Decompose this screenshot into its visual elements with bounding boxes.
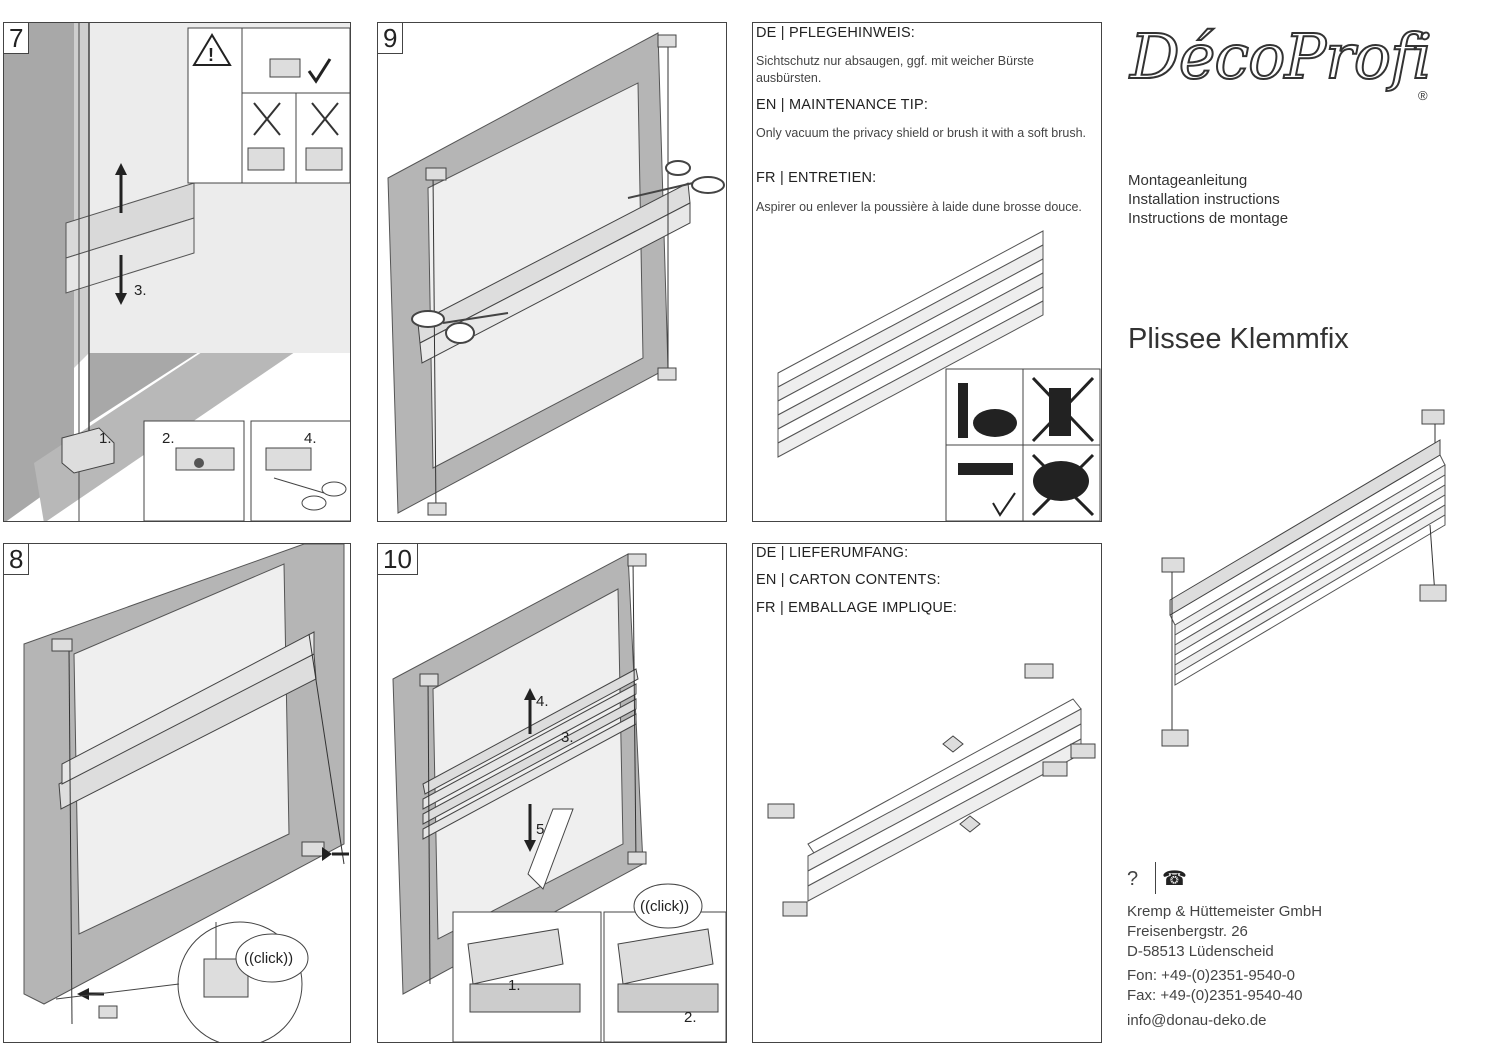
step-7-label-2: 2. [162,430,175,447]
brand-logo: DécoProfi [1129,19,1433,94]
phone-icon: ☎ [1162,868,1187,890]
pleated-fabric-illustration [777,230,1101,521]
subtitle-fr: Instructions de montage [1128,210,1289,227]
care-text-en: Only vacuum the privacy shield or brush … [756,126,1087,140]
step-7-number: 7 [4,23,30,54]
contents-header-en: EN | CARTON CONTENTS: [756,572,941,588]
step-10-panel: 10 4. 3. 5. ((click)) 1. 2. [377,543,727,1043]
product-name: Plissee Klemmfix [1128,323,1349,355]
contents-header-fr: FR | EMBALLAGE IMPLIQUE: [756,600,958,616]
step-7-label-1: 1. [99,430,112,447]
care-panel: DE | PFLEGEHINWEIS: Sichtschutz nur absa… [752,22,1102,522]
step-8-panel: 8 ((click)) [3,543,351,1043]
svg-text:!: ! [208,45,214,65]
step-7-label-4: 4. [304,430,317,447]
step-7-illustration: ! 3. 1. 2. 4. [4,23,350,521]
care-text-de: Sichtschutz nur absaugen, ggf. mit weich… [756,54,1034,85]
step-7-panel: 7 ! [3,22,351,522]
registered-mark: ® [1418,88,1428,103]
company-email[interactable]: info@donau-deko.de [1127,1012,1267,1029]
company-city: D-58513 Lüdenscheid [1127,943,1274,960]
step-8-illustration: ((click)) [23,544,349,1042]
company-name: Kremp & Hüttemeister GmbH [1127,903,1323,920]
vacuum-icon [958,383,1017,438]
company-street: Freisenbergstr. 26 [1127,923,1248,940]
subtitle-de: Montageanleitung [1128,172,1248,189]
contact-divider [1155,862,1156,894]
step-10-label-4: 4. [536,693,549,710]
care-header-en: EN | MAINTENANCE TIP: [756,97,929,113]
step-7-label-3: 3. [134,282,147,299]
product-illustration [1161,409,1447,747]
step-10-label-3: 3. [561,729,574,746]
step-10-click-label: ((click)) [640,898,689,915]
care-header-fr: FR | ENTRETIEN: [756,170,877,186]
step-8-click-label: ((click)) [244,950,293,967]
care-header-de: DE | PFLEGEHINWEIS: [756,25,916,41]
step-9-panel: 9 [377,22,727,522]
care-text-fr: Aspirer ou enlever la poussière à laide … [756,200,1082,214]
step-10-illustration: 4. 3. 5. ((click)) 1. 2. [392,553,726,1042]
subtitle-en: Installation instructions [1128,191,1280,208]
company-phone: Fon: +49-(0)2351-9540-0 [1127,967,1296,984]
step-10-label-1: 1. [508,977,521,994]
soft-brush-icon [958,463,1016,517]
step-10-label-2: 2. [684,1009,697,1026]
no-sponge-icon [1031,453,1095,517]
step-10-number: 10 [378,544,418,575]
contents-panel: DE | LIEFERUMFANG: EN | CARTON CONTENTS:… [752,543,1102,1043]
company-fax: Fax: +49-(0)2351-9540-40 [1127,987,1303,1004]
help-icon: ? [1127,868,1139,890]
step-9-illustration [387,32,725,516]
no-spray-icon [1031,376,1095,443]
contents-header-de: DE | LIEFERUMFANG: [756,545,909,561]
step-9-number: 9 [378,23,404,54]
carton-contents-illustration [767,663,1096,917]
step-8-number: 8 [4,544,30,575]
